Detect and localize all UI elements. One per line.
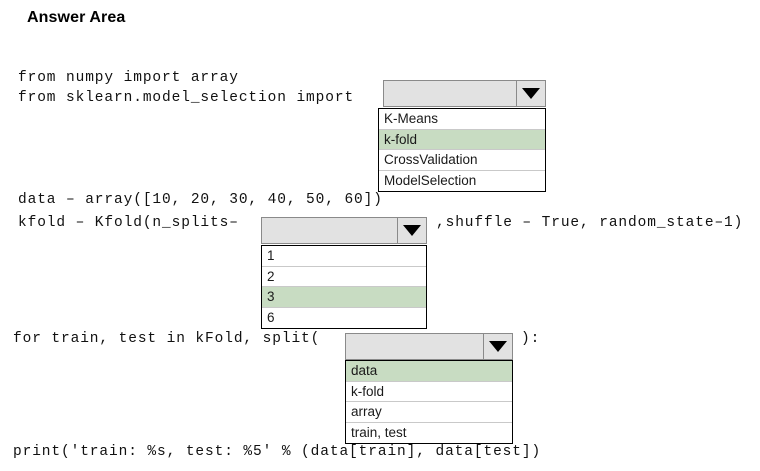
chevron-down-icon[interactable]	[397, 218, 426, 243]
code-line-data-array: data – array([10, 20, 30, 40, 50, 60])	[18, 192, 383, 208]
n-splits-dropdown-value	[262, 218, 397, 243]
code-line-import-sklearn: from sklearn.model_selection import	[18, 90, 355, 106]
list-item[interactable]: data	[346, 361, 512, 382]
import-name-dropdown-value	[384, 81, 516, 106]
list-item[interactable]: k-fold	[346, 381, 512, 402]
split-argument-dropdown-value	[346, 334, 483, 359]
list-item[interactable]: array	[346, 402, 512, 423]
n-splits-dropdown[interactable]	[261, 217, 427, 244]
code-line-for-loop: for train, test in kFold, split(	[13, 331, 321, 347]
chevron-down-icon[interactable]	[483, 334, 512, 359]
import-name-dropdown[interactable]	[383, 80, 546, 107]
code-line-kfold-init: kfold – Kfold(n_splits–	[18, 215, 239, 231]
list-item[interactable]: k-fold	[379, 129, 545, 150]
list-item[interactable]: 2	[262, 266, 426, 287]
code-line-kfold-init-tail: ,shuffle – True, random_state–1)	[436, 215, 744, 231]
code-line-import-numpy: from numpy import array	[18, 70, 239, 86]
list-item[interactable]: K-Means	[379, 109, 545, 130]
import-name-dropdown-options[interactable]: K-Means k-fold CrossValidation ModelSele…	[378, 108, 546, 192]
code-line-for-loop-tail: ):	[521, 331, 541, 347]
split-argument-dropdown-options[interactable]: data k-fold array train, test	[345, 360, 513, 444]
chevron-down-icon[interactable]	[516, 81, 545, 106]
page-title: Answer Area	[27, 9, 126, 26]
list-item[interactable]: 3	[262, 287, 426, 308]
split-argument-dropdown[interactable]	[345, 333, 513, 360]
list-item[interactable]: train, test	[346, 422, 512, 443]
list-item[interactable]: CrossValidation	[379, 150, 545, 171]
code-line-print: print('train: %s, test: %5' % (data[trai…	[13, 444, 542, 460]
n-splits-dropdown-options[interactable]: 1 2 3 6	[261, 245, 427, 329]
list-item[interactable]: 6	[262, 307, 426, 328]
list-item[interactable]: ModelSelection	[379, 170, 545, 191]
list-item[interactable]: 1	[262, 246, 426, 267]
